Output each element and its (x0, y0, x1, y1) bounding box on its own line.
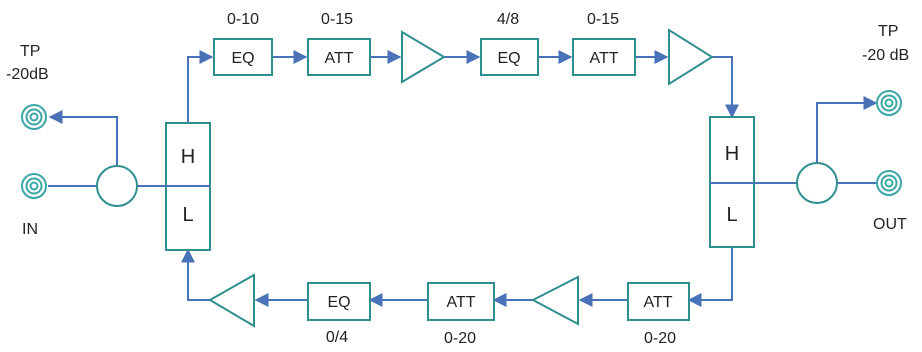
return-eq-block: EQ 0/4 (307, 282, 371, 346)
left-coupler-icon (96, 165, 138, 207)
forward-att1-range: 0-15 (321, 11, 353, 28)
amp4-to-left-l-line (181, 248, 210, 301)
return-att-mid-block: ATT 0-20 (427, 282, 495, 347)
forward-eq1-block: EQ 0-10 (213, 11, 273, 76)
tp-out-label-line2: -20 dB (862, 47, 909, 64)
forward-att1-block: ATT 0-15 (307, 11, 371, 76)
port-out: OUT (873, 170, 907, 233)
forward-eq2-block: EQ 4/8 (480, 11, 539, 76)
right-diplexer-low-label: L (726, 204, 737, 226)
return-att-right-label: ATT (643, 294, 672, 311)
tp-in-label-line2: -20dB (6, 66, 49, 83)
right-coupler-icon (796, 162, 838, 204)
amp2-to-right-h-line (712, 56, 739, 119)
left-diplexer: H L (165, 122, 211, 251)
forward-eq2-label: EQ (497, 50, 520, 67)
return-eq-range: 0/4 (326, 329, 348, 346)
forward-eq1-range: 0-10 (227, 11, 259, 28)
return-att-right-range: 0-20 (644, 330, 676, 347)
left-h-to-eq1-line (187, 50, 214, 123)
port-tp-in: TP -20dB (6, 43, 49, 130)
tp-out-label-line1: TP (878, 23, 898, 40)
right-diplexer: H L (709, 116, 755, 248)
return-amplifier-1-icon (530, 275, 579, 326)
forward-att1-label: ATT (324, 50, 353, 67)
signal-lines (48, 50, 878, 307)
forward-amplifier-1-icon (401, 30, 446, 84)
forward-eq1-label: EQ (231, 50, 254, 67)
out-label: OUT (873, 216, 907, 233)
forward-att2-label: ATT (589, 50, 618, 67)
return-att-mid-label: ATT (446, 294, 475, 311)
left-diplexer-low-label: L (182, 204, 193, 226)
forward-att2-block: ATT 0-15 (572, 11, 636, 76)
right-tp-tap-line (816, 96, 878, 183)
in-label: IN (22, 221, 38, 238)
port-in: IN (21, 173, 47, 238)
left-tp-tap-line (48, 110, 118, 186)
return-eq-label: EQ (327, 294, 350, 311)
tp-in-label-line1: TP (20, 43, 40, 60)
return-att-mid-range: 0-20 (444, 330, 476, 347)
port-tp-out: TP -20 dB (862, 23, 909, 116)
forward-att2-range: 0-15 (587, 11, 619, 28)
forward-eq2-range: 4/8 (497, 11, 519, 28)
return-amplifier-2-icon (208, 273, 255, 328)
right-diplexer-high-label: H (725, 143, 739, 165)
left-diplexer-high-label: H (181, 146, 195, 168)
right-l-to-return-att-line (687, 247, 733, 307)
forward-amplifier-2-icon (668, 28, 714, 86)
return-att-right-block: ATT 0-20 (627, 282, 690, 347)
